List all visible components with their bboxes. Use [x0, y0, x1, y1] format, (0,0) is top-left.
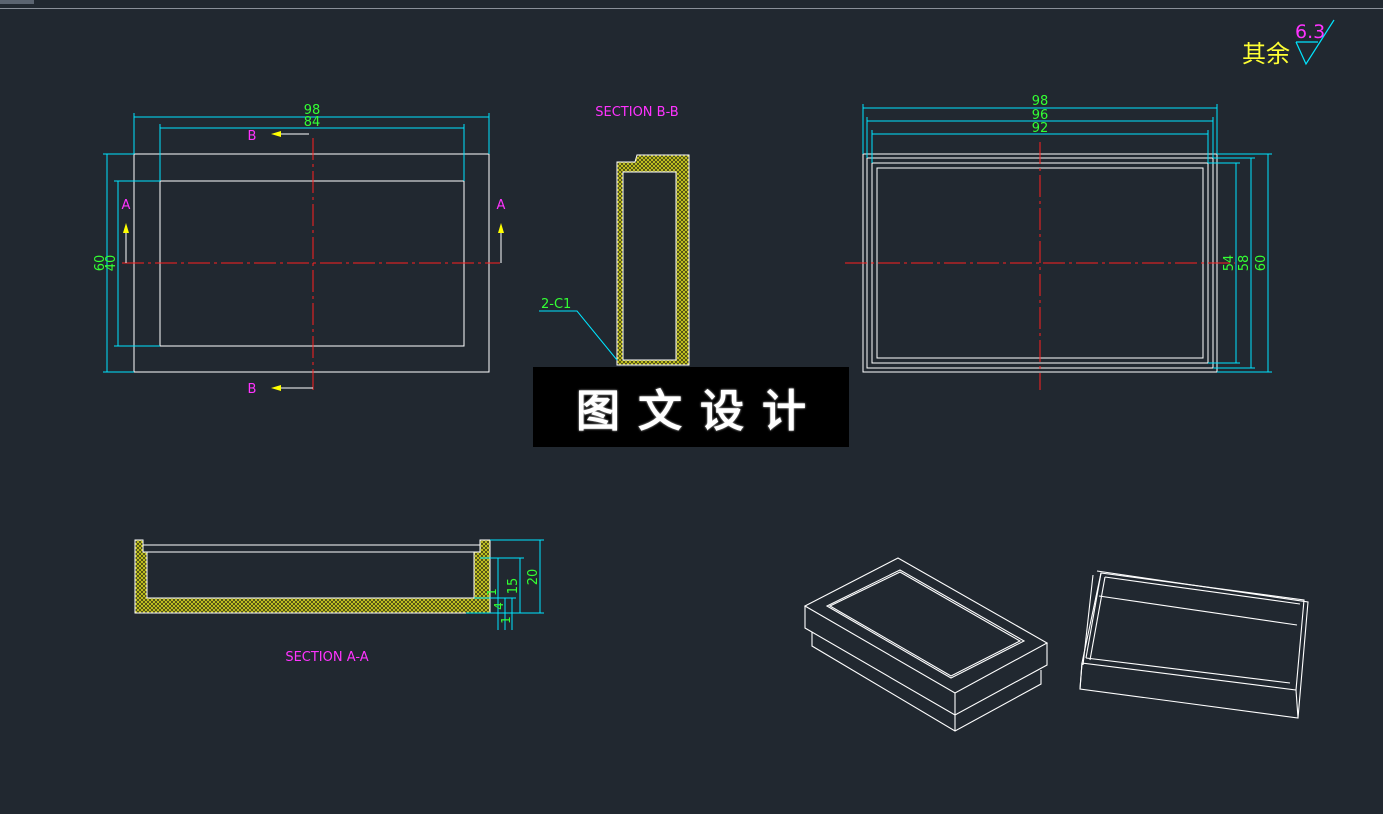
arrow-up-icon — [498, 223, 504, 233]
dim-top-height-60: 60 — [93, 255, 108, 272]
dim-side-height-60: 60 — [1254, 255, 1269, 272]
cut-plane-b-bottom: B — [248, 382, 313, 397]
roughness-check-icon — [1295, 19, 1335, 66]
arrow-left-icon — [271, 385, 281, 391]
arrow-left-icon — [271, 131, 281, 137]
cut-label-b-top: B — [248, 129, 257, 144]
section-a-a: 20 15 1 4 1 SECTION A-A — [134, 539, 544, 665]
top-view: 98 84 60 40 B B A A — [93, 103, 506, 397]
section-bb-hatched-wall — [616, 154, 690, 366]
cut-plane-a-right: A — [497, 198, 506, 263]
dim-top-width-84: 84 — [304, 115, 321, 130]
section-aa-dimension-lines — [466, 539, 544, 630]
roughness-value: 6.3 — [1295, 21, 1325, 43]
dim-aa-height-15: 15 — [506, 578, 521, 595]
side-view-dimension-lines — [862, 104, 1272, 373]
dim-side-width-96: 96 — [1032, 108, 1049, 123]
section-b-b: SECTION B-B 2-C1 — [539, 105, 690, 366]
section-bb-cavity — [622, 171, 677, 361]
top-view-dimension-lines — [103, 113, 490, 373]
roughness-note: 其余 — [1242, 40, 1290, 68]
dim-top-width-98: 98 — [304, 103, 321, 118]
arrow-up-icon — [123, 223, 129, 233]
chamfer-leader-line — [539, 310, 618, 361]
section-aa-title: SECTION A-A — [285, 650, 368, 665]
section-aa-hatched-wall — [134, 539, 491, 614]
dim-side-width-98: 98 — [1032, 94, 1049, 109]
chamfer-note: 2-C1 — [541, 297, 571, 312]
cut-plane-a-left: A — [122, 198, 131, 263]
dim-aa-rim-1: 1 — [485, 588, 499, 596]
section-bb-title: SECTION B-B — [595, 105, 678, 120]
watermark-banner: 图文设计 — [533, 367, 849, 447]
dim-aa-floor-4: 4 — [492, 602, 506, 610]
dim-top-height-40: 40 — [104, 255, 119, 272]
cut-label-a-right: A — [497, 198, 506, 213]
cut-label-a-left: A — [122, 198, 131, 213]
cut-plane-b-top: B — [248, 129, 309, 144]
iso-view-closed-box — [803, 557, 1049, 732]
side-view: 98 96 92 54 58 60 — [845, 94, 1272, 390]
dim-side-width-92: 92 — [1032, 121, 1049, 136]
watermark-text: 图文设计 — [576, 386, 824, 437]
dim-side-height-54: 54 — [1222, 255, 1237, 272]
cut-label-b-bottom: B — [248, 382, 257, 397]
surface-roughness-symbol: 其余 6.3 — [1242, 19, 1335, 68]
dim-side-height-58: 58 — [1237, 255, 1252, 272]
window-top-bar — [0, 0, 1383, 9]
dim-aa-height-20: 20 — [526, 569, 541, 586]
top-bar-tab[interactable] — [0, 0, 34, 4]
iso-view-open-tray — [1079, 570, 1309, 719]
dim-aa-step-1: 1 — [499, 616, 513, 624]
